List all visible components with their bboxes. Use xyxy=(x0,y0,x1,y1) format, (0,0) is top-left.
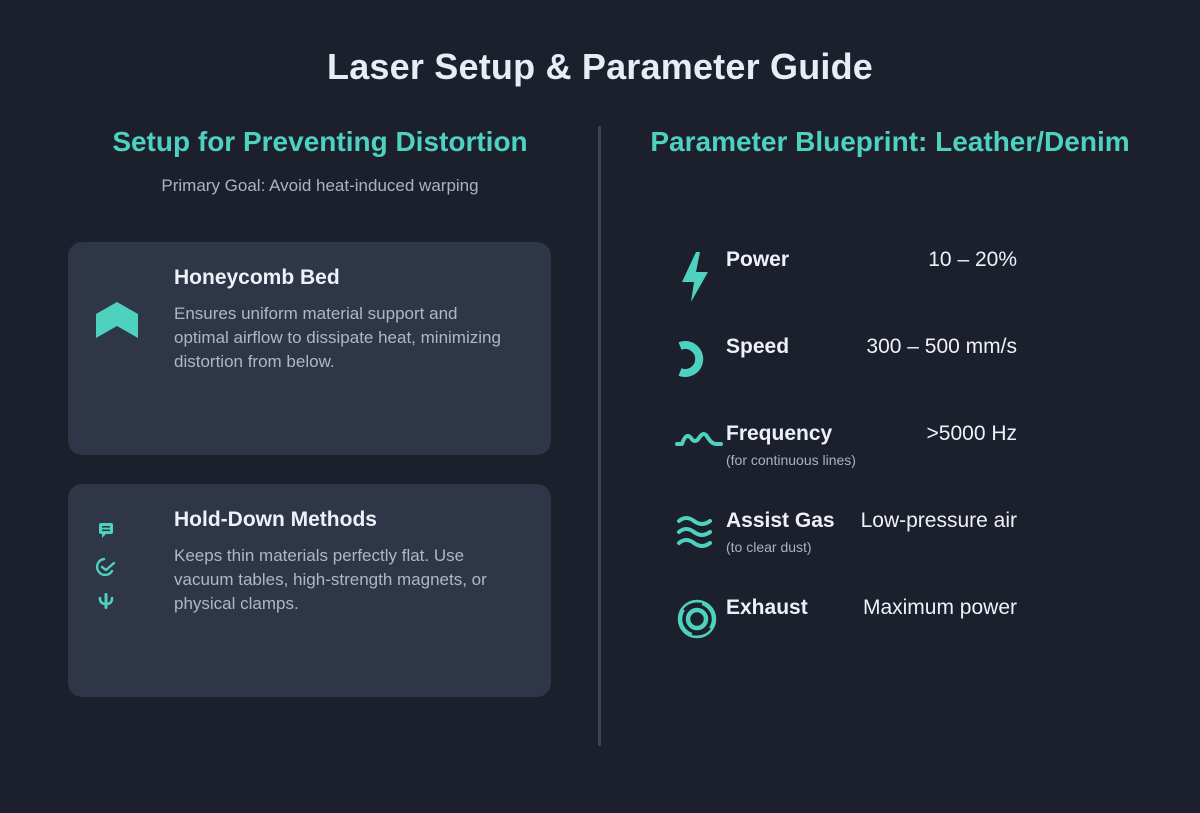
param-name: Assist Gas xyxy=(726,509,835,532)
clamp-icon xyxy=(98,593,114,609)
card-title: Honeycomb Bed xyxy=(174,266,340,289)
column-divider xyxy=(598,126,601,746)
card-title: Hold-Down Methods xyxy=(174,508,377,531)
setup-subheading: Primary Goal: Avoid heat-induced warping xyxy=(161,176,479,195)
param-row-exhaust: Exhaust Maximum power xyxy=(672,596,1017,656)
setup-heading: Setup for Preventing Distortion xyxy=(112,126,528,157)
wave-icon xyxy=(675,432,723,446)
exhaust-ring-icon xyxy=(677,599,717,639)
param-name: Frequency xyxy=(726,422,833,445)
param-value: Low-pressure air xyxy=(860,509,1017,532)
param-row-speed: Speed 300 – 500 mm/s xyxy=(672,335,1017,395)
param-value: >5000 Hz xyxy=(926,422,1017,445)
param-name: Exhaust xyxy=(726,596,808,619)
page-title: Laser Setup & Parameter Guide xyxy=(327,46,873,87)
param-row-frequency: Frequency (for continuous lines) >5000 H… xyxy=(672,422,1017,482)
message-icon xyxy=(99,523,113,538)
param-name: Power xyxy=(726,248,790,271)
param-row-assist-gas: Assist Gas (to clear dust) Low-pressure … xyxy=(672,509,1017,569)
check-circle-icon xyxy=(95,557,116,577)
card-description: Ensures uniform material support and opt… xyxy=(174,304,501,371)
param-row-power: Power 10 – 20% xyxy=(672,248,1017,308)
param-value: 10 – 20% xyxy=(928,248,1017,271)
speed-arc-icon xyxy=(678,341,704,377)
card-description: Keeps thin materials perfectly flat. Use… xyxy=(174,546,487,613)
param-value: Maximum power xyxy=(862,596,1017,619)
chevron-up-icon xyxy=(96,302,138,338)
param-note: (to clear dust) xyxy=(726,539,812,555)
air-waves-icon xyxy=(677,516,712,548)
param-name: Speed xyxy=(726,335,790,358)
parameter-heading: Parameter Blueprint: Leather/Denim xyxy=(650,126,1130,157)
hold-down-methods-card: Hold-Down Methods Keeps thin materials p… xyxy=(68,484,551,697)
param-note: (for continuous lines) xyxy=(726,452,856,468)
param-value: 300 – 500 mm/s xyxy=(866,335,1017,358)
honeycomb-bed-card: Honeycomb Bed Ensures uniform material s… xyxy=(68,242,551,455)
lightning-icon xyxy=(682,252,708,302)
